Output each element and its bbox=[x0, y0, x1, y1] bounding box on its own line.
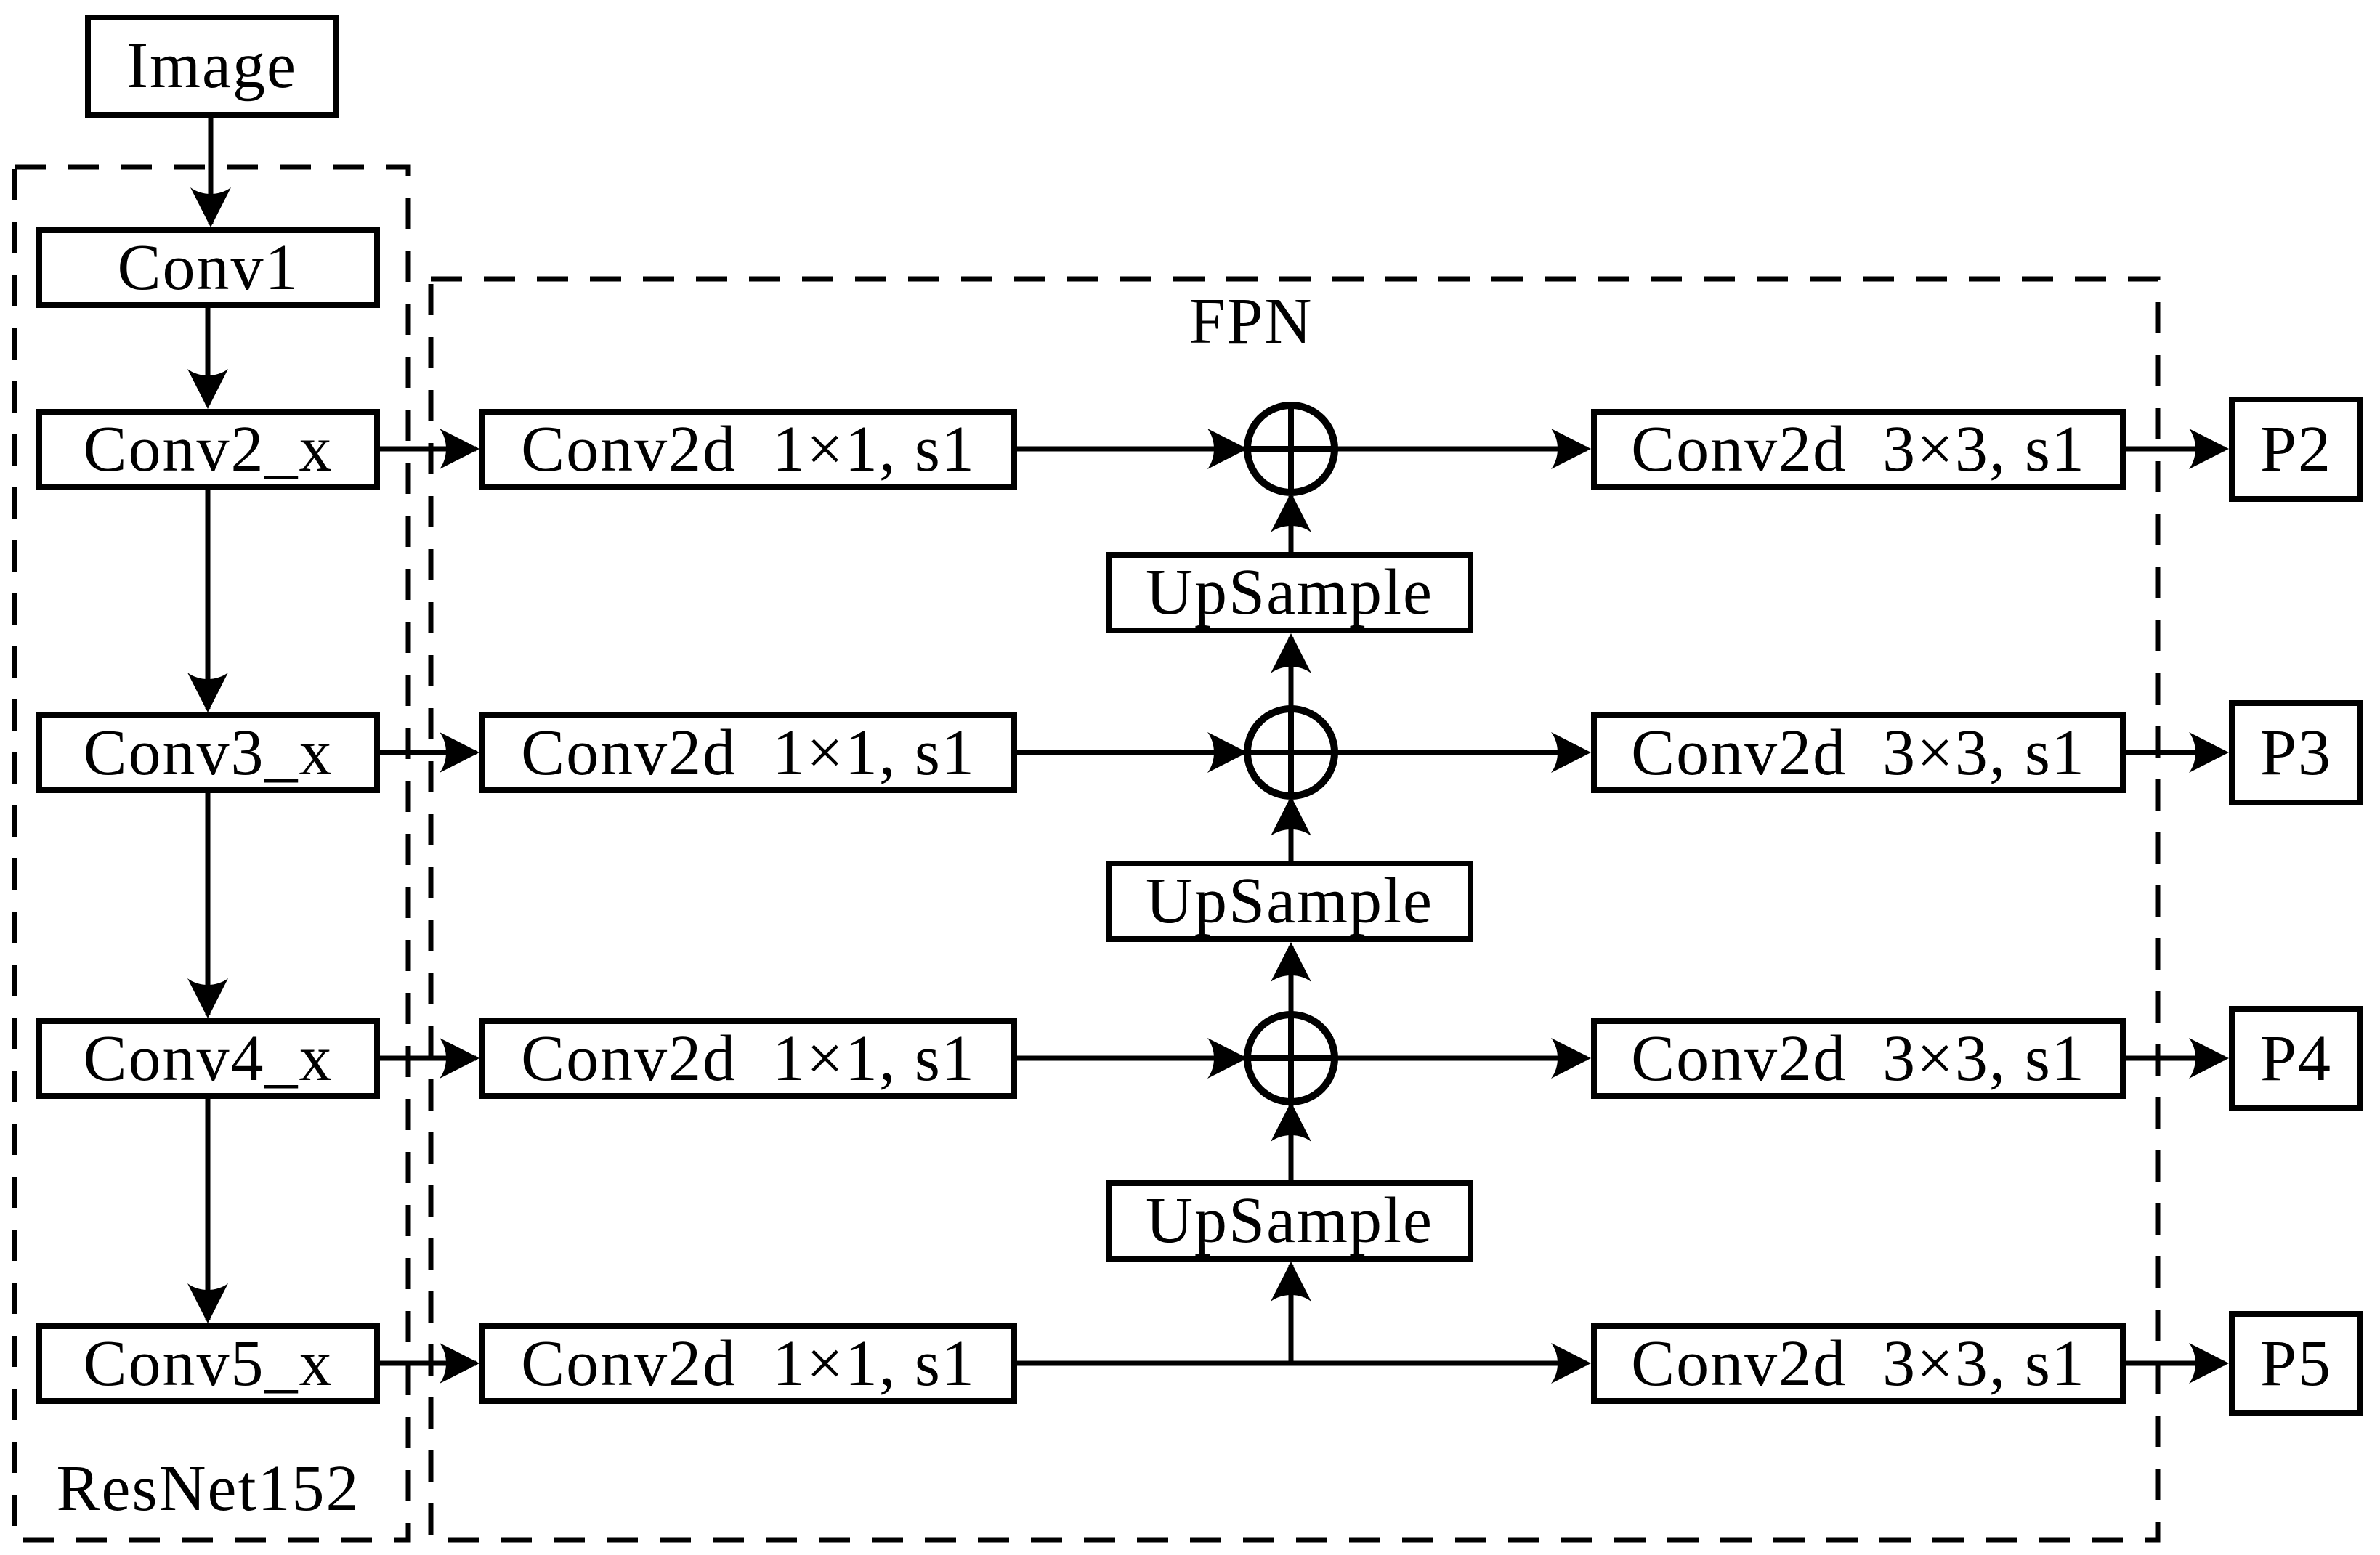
fpn-upsample-3: UpSample bbox=[1106, 1180, 1473, 1262]
output-p2-node: P2 bbox=[2229, 397, 2363, 502]
merge-add-icon-1 bbox=[1244, 402, 1338, 496]
merge-add-icon-2 bbox=[1244, 705, 1338, 800]
output-p3-node: P3 bbox=[2229, 700, 2363, 805]
fpn-output-conv-row4: Conv2d 3×3, s1 bbox=[1591, 1323, 2126, 1404]
output-p4-node: P4 bbox=[2229, 1006, 2363, 1111]
backbone-stage-conv4x: Conv4_x bbox=[36, 1018, 380, 1099]
fpn-output-conv-row3: Conv2d 3×3, s1 bbox=[1591, 1018, 2126, 1099]
backbone-stage-conv2x: Conv2_x bbox=[36, 409, 380, 490]
resnet152-caption: ResNet152 bbox=[56, 1453, 360, 1524]
fpn-upsample-1: UpSample bbox=[1106, 552, 1473, 633]
backbone-stage-conv3x: Conv3_x bbox=[36, 712, 380, 793]
fpn-caption: FPN bbox=[1189, 285, 1314, 357]
fpn-dashed-container bbox=[428, 276, 2161, 1543]
fpn-output-conv-row2: Conv2d 3×3, s1 bbox=[1591, 712, 2126, 793]
fpn-upsample-2: UpSample bbox=[1106, 861, 1473, 942]
fpn-lateral-conv-row1: Conv2d 1×1, s1 bbox=[479, 409, 1017, 490]
input-image-node: Image bbox=[85, 15, 339, 118]
fpn-lateral-conv-row2: Conv2d 1×1, s1 bbox=[479, 712, 1017, 793]
fpn-output-conv-row1: Conv2d 3×3, s1 bbox=[1591, 409, 2126, 490]
backbone-stage-conv1: Conv1 bbox=[36, 227, 380, 308]
resnet-dashed-container bbox=[12, 164, 411, 1543]
fpn-lateral-conv-row4: Conv2d 1×1, s1 bbox=[479, 1323, 1017, 1404]
fpn-lateral-conv-row3: Conv2d 1×1, s1 bbox=[479, 1018, 1017, 1099]
merge-add-icon-3 bbox=[1244, 1011, 1338, 1105]
backbone-stage-conv5x: Conv5_x bbox=[36, 1323, 380, 1404]
output-p5-node: P5 bbox=[2229, 1311, 2363, 1416]
